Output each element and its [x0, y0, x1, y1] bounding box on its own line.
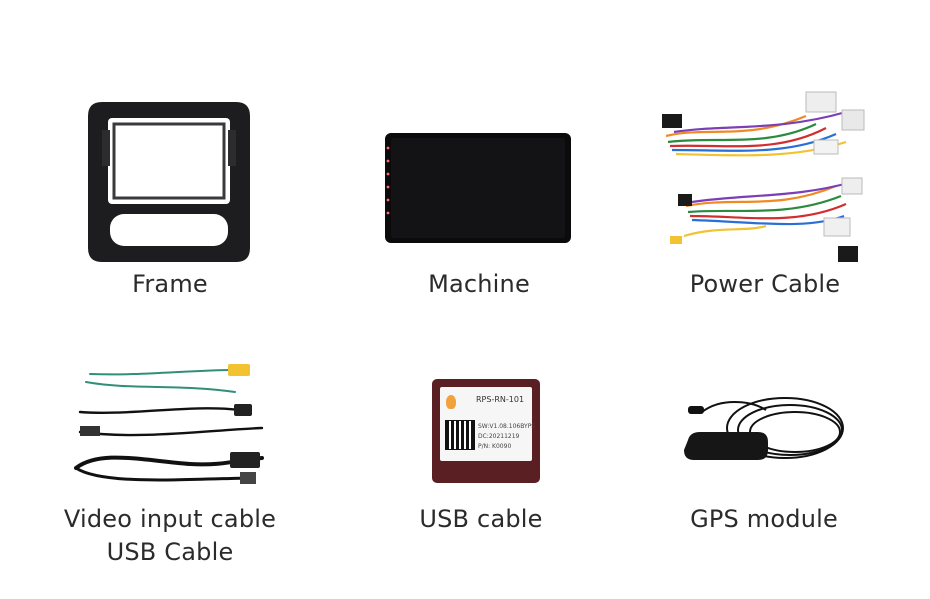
decoder-pn-text: P/N: K0090 [478, 443, 512, 450]
decoder-sw-text: SW:V1.08.106BYPS [478, 423, 536, 430]
video-input-cable-label: Video input cable [63, 505, 277, 533]
video-usb-cables-image [74, 364, 264, 484]
usb-cable-label-secondary: USB Cable [106, 538, 234, 566]
qr-code-icon [445, 420, 475, 450]
gps-module-image [684, 397, 844, 460]
frame-image [88, 102, 250, 262]
machine-label: Machine [428, 270, 530, 298]
frame-label: Frame [132, 270, 208, 298]
decoder-box-sticker: RPS-RN-101 SW:V1.08.106BYPS DC:20211219 … [440, 387, 536, 461]
decoder-dc-text: DC:20211219 [478, 433, 520, 440]
gps-module-label: GPS module [690, 505, 838, 533]
decoder-model-text: RPS-RN-101 [476, 395, 525, 404]
power-cable-label: Power Cable [689, 270, 841, 298]
brand-logo-icon [446, 395, 456, 409]
decoder-box-image: RPS-RN-101 SW:V1.08.106BYPS DC:20211219 … [432, 379, 540, 483]
machine-image [385, 133, 571, 243]
usb-cable-label: USB cable [419, 505, 543, 533]
power-cable-image [662, 91, 865, 262]
